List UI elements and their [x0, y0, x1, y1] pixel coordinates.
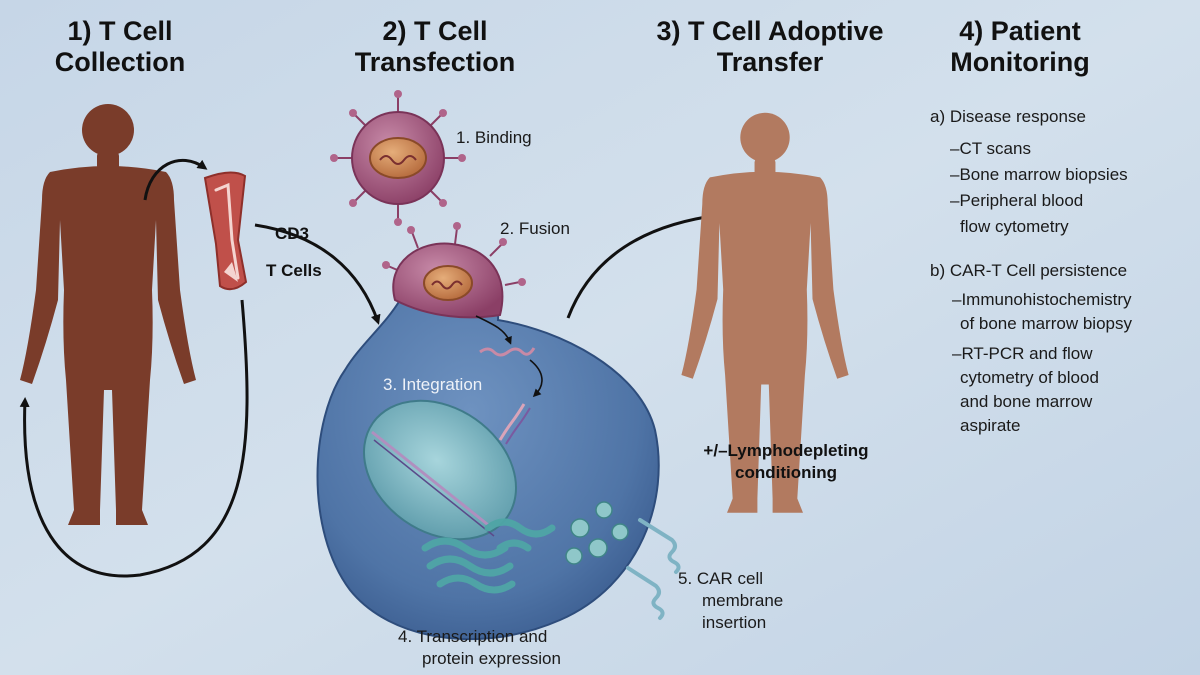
- conditioning-label: +/–Lymphodepleting conditioning: [676, 440, 896, 484]
- fusion-label: 2. Fusion: [500, 219, 570, 238]
- list-item: cytometry of blood: [960, 368, 1099, 387]
- transcription-line2: protein expression: [422, 649, 561, 668]
- step-monitoring-heading: 4) Patient Monitoring: [925, 16, 1115, 78]
- disease-response-header: a) Disease response: [930, 107, 1086, 126]
- persistence-header: b) CAR-T Cell persistence: [930, 261, 1128, 280]
- conditioning-line1: +/–Lymphodepleting: [703, 441, 869, 460]
- persistence-items: –Immunohistochemistry of bone marrow bio…: [930, 288, 1190, 438]
- virus-icon: [330, 90, 466, 226]
- binding-label: 1. Binding: [456, 128, 532, 147]
- car-line3: insertion: [702, 613, 767, 632]
- list-item: –RT-PCR and flow: [952, 344, 1093, 363]
- list-item: aspirate: [960, 416, 1021, 435]
- transcription-label: 4. Transcription and protein expression: [398, 626, 608, 670]
- step-transfection-line1: 2) T Cell: [382, 16, 488, 46]
- blood-vessel-icon: [203, 171, 248, 291]
- car-line2: membrane: [702, 591, 784, 610]
- list-item: –Bone marrow biopsies: [950, 165, 1128, 184]
- list-item: –Peripheral blood: [950, 191, 1084, 210]
- conditioning-line2: conditioning: [735, 463, 837, 482]
- step-transfer-heading: 3) T Cell Adoptive Transfer: [640, 16, 900, 78]
- integration-label: 3. Integration: [383, 375, 483, 394]
- car-line1: 5. CAR cell: [678, 569, 764, 588]
- cd3-label: CD3: [275, 224, 310, 243]
- list-item: and bone marrow: [960, 392, 1093, 411]
- monitoring-list: a) Disease response –CT scans –Bone marr…: [930, 104, 1190, 438]
- car-insertion-label: 5. CAR cell membrane insertion: [678, 568, 798, 634]
- t-cells-label: T Cells: [266, 261, 322, 280]
- dna-strand-icon: [371, 430, 493, 530]
- step-transfection-heading: 2) T Cell Transfection: [330, 16, 540, 78]
- transcription-line1: 4. Transcription and: [398, 627, 548, 646]
- disease-response-items: –CT scans –Bone marrow biopsies –Periphe…: [930, 136, 1190, 240]
- step-transfer-line1: 3) T Cell Adoptive: [656, 16, 884, 46]
- step-collection-line1: 1) T Cell: [67, 16, 173, 46]
- step-collection-line2: Collection: [54, 47, 186, 77]
- step-monitoring-line2: Monitoring: [950, 47, 1090, 77]
- list-item: of bone marrow biopsy: [960, 314, 1132, 333]
- list-item: –CT scans: [950, 139, 1031, 158]
- t-cell-icon: [316, 222, 681, 641]
- list-item: –Immunohistochemistry: [952, 290, 1132, 309]
- step-collection-heading: 1) T Cell Collection: [20, 16, 220, 78]
- step-transfection-line2: Transfection: [354, 47, 516, 77]
- list-item: flow cytometry: [960, 217, 1069, 236]
- step-transfer-line2: Transfer: [716, 47, 824, 77]
- step-monitoring-line1: 4) Patient: [959, 16, 1081, 46]
